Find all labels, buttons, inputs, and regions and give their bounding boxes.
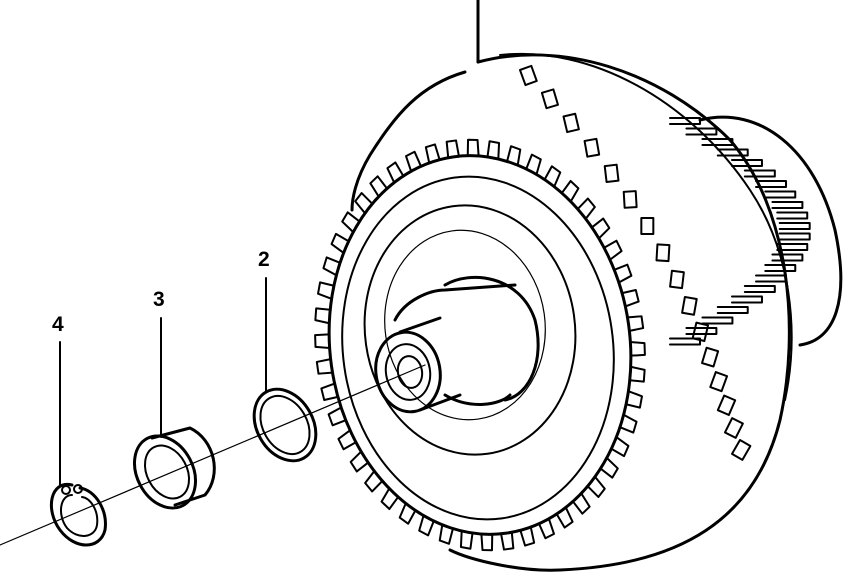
- converter-housing: [350, 0, 793, 572]
- circlip-part-4: [50, 341, 107, 547]
- callout-4: 4: [52, 313, 64, 336]
- hub-assembly: [363, 204, 577, 456]
- rear-gear: [669, 115, 843, 347]
- callout-3: 3: [153, 288, 165, 311]
- toothed-ring: [314, 138, 646, 552]
- callout-2: 2: [258, 248, 270, 271]
- o-ring-part-2: [252, 277, 318, 463]
- bushing-part-3: [133, 317, 216, 510]
